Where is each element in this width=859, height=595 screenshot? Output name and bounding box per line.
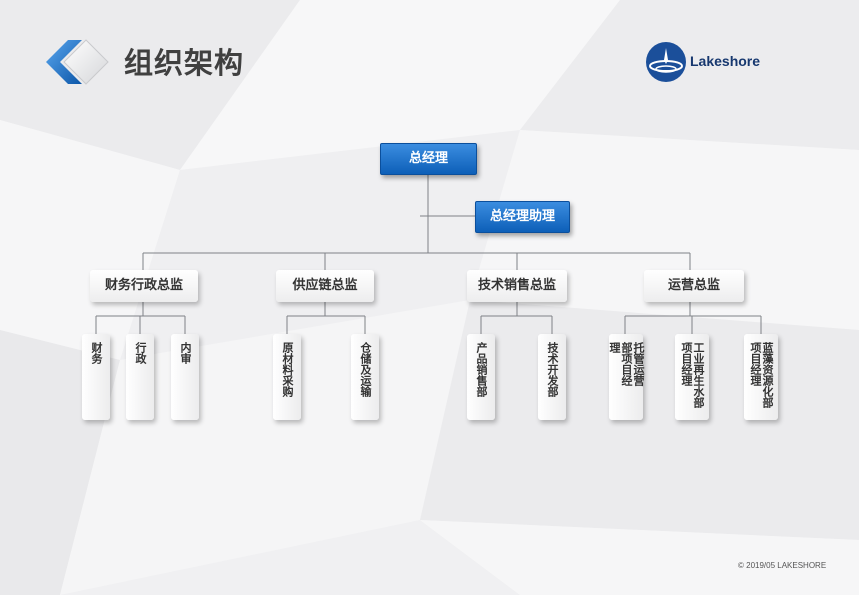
title-chevron-icon (46, 39, 109, 85)
page-title: 组织架构 (124, 46, 245, 80)
lakeshore-globe-icon (646, 42, 686, 82)
unit-node-tech-dev: 技术开发部 (538, 334, 566, 420)
dept-node-finance-admin: 财务行政总监 (90, 270, 198, 302)
unit-node-logistics: 仓储及运输 (351, 334, 379, 420)
unit-label: 托管运营部项目经理 (608, 342, 645, 386)
unit-label: 工业再生水部项目经理 (680, 342, 705, 408)
unit-node-product-sales: 产品销售部 (467, 334, 495, 420)
unit-label: 财务 (90, 342, 103, 364)
unit-node-hosted-ops: 托管运营部项目经理 (608, 334, 645, 420)
unit-label: 内审 (179, 342, 192, 364)
unit-node-water-reuse: 工业再生水部项目经理 (675, 334, 709, 420)
unit-node-procurement: 原材料采购 (273, 334, 301, 420)
unit-label: 行政 (134, 342, 147, 364)
org-assistant-node: 总经理助理 (475, 201, 570, 233)
copyright-text: © 2019/05 LAKESHORE (738, 561, 827, 570)
unit-node-audit: 内审 (171, 334, 199, 420)
unit-node-admin: 行政 (126, 334, 154, 420)
unit-label: 仓储及运输 (359, 342, 372, 397)
unit-node-algae-resource: 蓝藻资源化部项目经理 (744, 334, 778, 420)
brand-name: Lakeshore (690, 53, 761, 69)
dept-node-operations: 运营总监 (644, 270, 744, 302)
unit-label: 原材料采购 (281, 342, 294, 397)
dept-node-tech-sales: 技术销售总监 (467, 270, 567, 302)
unit-node-finance: 财务 (82, 334, 110, 420)
brand-logo: Lakeshore (644, 40, 774, 84)
unit-label: 技术开发部 (546, 342, 559, 397)
org-root-node: 总经理 (380, 143, 477, 175)
dept-node-supply-chain: 供应链总监 (276, 270, 374, 302)
unit-label: 产品销售部 (475, 342, 488, 397)
unit-label: 蓝藻资源化部项目经理 (749, 342, 774, 408)
